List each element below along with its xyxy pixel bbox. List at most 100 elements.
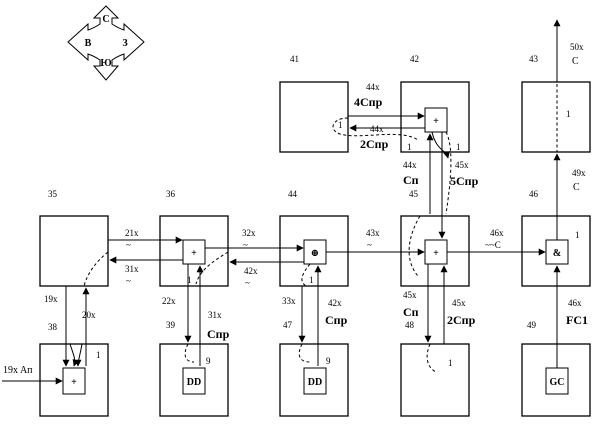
- label-cnp2: Cпр: [325, 313, 348, 327]
- compass-rose: С В З Ю: [67, 5, 145, 81]
- cell-operator: +: [191, 248, 197, 259]
- label-32x: 32x: [242, 228, 256, 238]
- signal-labels: 50x C 44x 4Cпр 44x 2Cпр 1 1 1 44x Cп 45x…: [3, 42, 588, 376]
- label-21s: ~: [126, 240, 131, 250]
- label-44x-b: 44x: [370, 124, 384, 134]
- marker-1a: 1: [338, 120, 343, 130]
- label-50x: 50x: [570, 42, 584, 52]
- label-19x-an: 19x Aп: [3, 365, 33, 376]
- label-cn2: Cп: [403, 305, 419, 319]
- label-50c: C: [572, 56, 579, 67]
- label-cnp1: Cпр: [207, 327, 230, 341]
- cell-46: 46 & 1: [521, 189, 591, 287]
- label-2cnp2: 2Cпр: [447, 313, 476, 327]
- connections: [2, 19, 561, 385]
- cell-marker: 9: [326, 356, 331, 366]
- cell-36: 36 + 1: [159, 189, 229, 287]
- cell-marker: 1: [309, 275, 314, 285]
- cell-39: 39 DD 9: [159, 320, 229, 417]
- dashed-41: [332, 117, 419, 141]
- label-42x: 42x: [244, 266, 258, 276]
- label-46s: ~~C: [485, 240, 501, 250]
- cell-number: 39: [166, 320, 176, 330]
- compass-north: С: [102, 14, 109, 25]
- label-2cnp: 2Cпр: [360, 137, 389, 151]
- cell-number: 49: [527, 320, 537, 330]
- dashed-39: [184, 343, 195, 363]
- dashed-48: [426, 343, 437, 373]
- cell-number: 47: [283, 320, 293, 330]
- arrow-38-in-a: [69, 343, 80, 367]
- cell-marker: 1: [575, 230, 580, 240]
- cell-45: 45 +: [400, 189, 470, 287]
- label-42s: ~: [245, 278, 250, 288]
- label-32s: ~: [243, 240, 248, 250]
- compass-west: В: [85, 38, 92, 49]
- label-20x: 20x: [82, 310, 96, 320]
- dashed-47: [298, 343, 311, 363]
- label-46x-b: 46x: [568, 298, 582, 308]
- dashed-42: [445, 131, 452, 215]
- label-44x-a: 44x: [366, 82, 380, 92]
- label-33x: 33x: [282, 296, 296, 306]
- label-49c: C: [573, 182, 580, 193]
- cell-49: 49 GC: [521, 320, 591, 417]
- cell-operator: DD: [308, 377, 322, 388]
- cell-operator: ⊕: [311, 248, 319, 259]
- cell-number: 35: [48, 189, 58, 199]
- cell-operator: +: [433, 248, 439, 259]
- cell-marker: 1: [96, 350, 101, 360]
- cell-38: 38 + 1: [39, 322, 109, 417]
- cell-44: 44 ⊕ 1: [279, 189, 349, 287]
- label-22x: 22x: [162, 296, 176, 306]
- dashed-35: [83, 251, 109, 287]
- label-31s: ~: [126, 276, 131, 286]
- cell-marker: 1: [448, 358, 453, 368]
- label-5cnp: 5Cпр: [450, 174, 479, 188]
- cell-operator: +: [71, 377, 77, 388]
- cell-35: 35: [39, 189, 109, 287]
- label-43x: 43x: [366, 228, 380, 238]
- marker-1c: 1: [456, 142, 461, 152]
- label-21x: 21x: [125, 228, 139, 238]
- dashed-44: [301, 263, 311, 287]
- cell-marker: 1: [566, 109, 571, 119]
- cell-number: 43: [529, 54, 539, 64]
- label-19x: 19x: [44, 294, 58, 304]
- cell-number: 41: [290, 54, 299, 64]
- label-45x-b: 45x: [403, 290, 417, 300]
- label-31x-b: 31x: [208, 310, 222, 320]
- cell-number: 36: [166, 189, 176, 199]
- label-4cnp: 4Cпр: [354, 95, 383, 109]
- compass-south: Ю: [100, 58, 111, 69]
- cell-marker: 9: [206, 356, 211, 366]
- label-44x-c: 44x: [403, 160, 417, 170]
- arrow-42-curve: [431, 131, 450, 159]
- label-49x-a: 49x: [572, 168, 586, 178]
- arrow-38-in-b: [74, 343, 83, 367]
- cell-47: 47 DD 9: [279, 320, 349, 417]
- label-42x-b: 42x: [328, 298, 342, 308]
- cell-marker: 1: [187, 275, 192, 285]
- label-46x-a: 46x: [490, 228, 504, 238]
- cell-number: 38: [48, 322, 58, 332]
- dashed-45-left: [408, 215, 421, 277]
- cell-operator: +: [433, 116, 439, 127]
- cell-number: 48: [405, 320, 415, 330]
- compass-east: З: [122, 38, 127, 49]
- cell-48: 48 1: [400, 320, 470, 417]
- label-fc1: FC1: [566, 313, 588, 327]
- marker-1b: 1: [407, 142, 412, 152]
- label-43s: ~: [367, 240, 372, 250]
- cell-operator: &: [553, 248, 561, 259]
- cell-number: 45: [409, 189, 419, 199]
- cell-number: 42: [410, 54, 419, 64]
- label-45x-a: 45x: [455, 160, 469, 170]
- cell-operator: DD: [187, 377, 201, 388]
- cell-number: 44: [288, 189, 298, 199]
- cell-41: 41: [279, 54, 349, 153]
- label-31x-a: 31x: [125, 264, 139, 274]
- cell-number: 46: [529, 189, 539, 199]
- cell-43: 43 1: [521, 54, 591, 153]
